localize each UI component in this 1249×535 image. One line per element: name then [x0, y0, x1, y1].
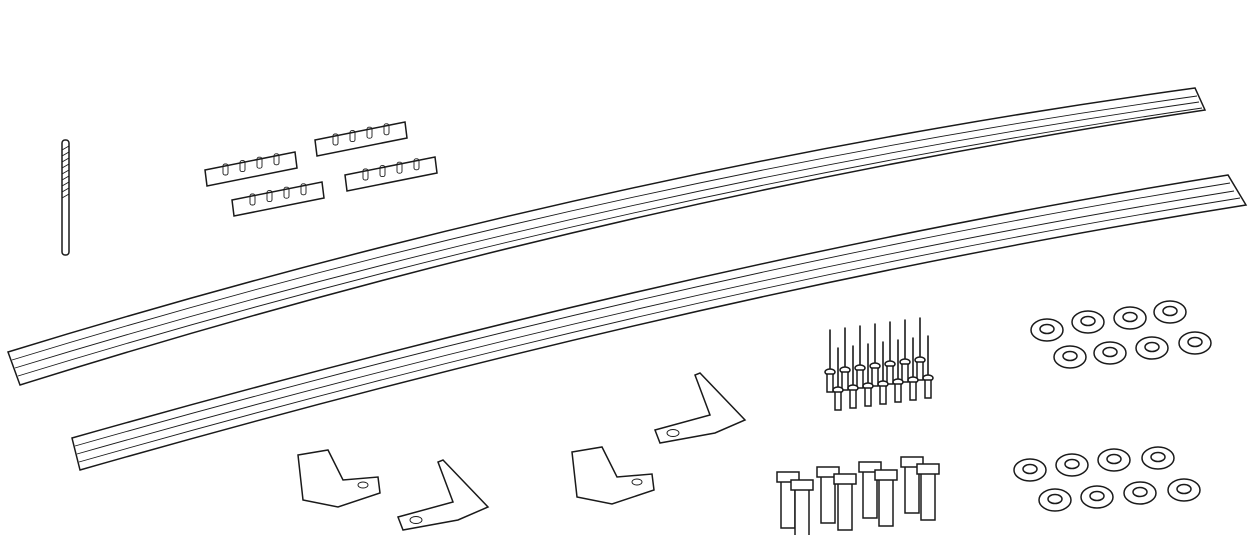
washer [1053, 345, 1087, 369]
mounting-plate [344, 156, 438, 192]
rivet [862, 343, 874, 407]
washer [1055, 453, 1089, 477]
washer [1038, 488, 1072, 512]
hex-bolt [916, 463, 940, 521]
washer [1071, 310, 1105, 334]
washer [1113, 306, 1147, 330]
rivet [907, 337, 919, 401]
washer [1135, 336, 1169, 360]
rivet [877, 341, 889, 405]
flat-bracket [397, 459, 490, 531]
hex-bolt [790, 479, 814, 535]
hex-bolt [858, 461, 882, 519]
roof-rail-upper [7, 87, 1207, 386]
rivet [922, 335, 934, 399]
rivet [847, 345, 859, 409]
rivet [869, 323, 881, 387]
roof-rail-lower [71, 174, 1248, 471]
mounting-plate [231, 181, 325, 217]
washer [1153, 300, 1187, 324]
rivet [824, 329, 836, 393]
washer [1080, 485, 1114, 509]
washer [1093, 341, 1127, 365]
mounting-plate [314, 121, 408, 157]
washer [1178, 331, 1212, 355]
mounting-plate [204, 151, 298, 187]
rivet [914, 317, 926, 381]
hex-bolt [816, 466, 840, 524]
washer [1167, 478, 1201, 502]
washer [1013, 458, 1047, 482]
rivet [839, 327, 851, 391]
washer [1141, 446, 1175, 470]
hex-bolt [833, 473, 857, 531]
rivet [892, 339, 904, 403]
washer [1123, 481, 1157, 505]
washer [1097, 448, 1131, 472]
rivet [899, 319, 911, 383]
angle-bracket [297, 449, 381, 508]
flat-bracket [654, 372, 747, 444]
washer [1030, 318, 1064, 342]
rivet [832, 347, 844, 411]
rivet [884, 321, 896, 385]
hex-bolt [874, 469, 898, 527]
threaded-rod [61, 139, 70, 256]
angle-bracket [571, 446, 655, 505]
rivet [854, 325, 866, 389]
